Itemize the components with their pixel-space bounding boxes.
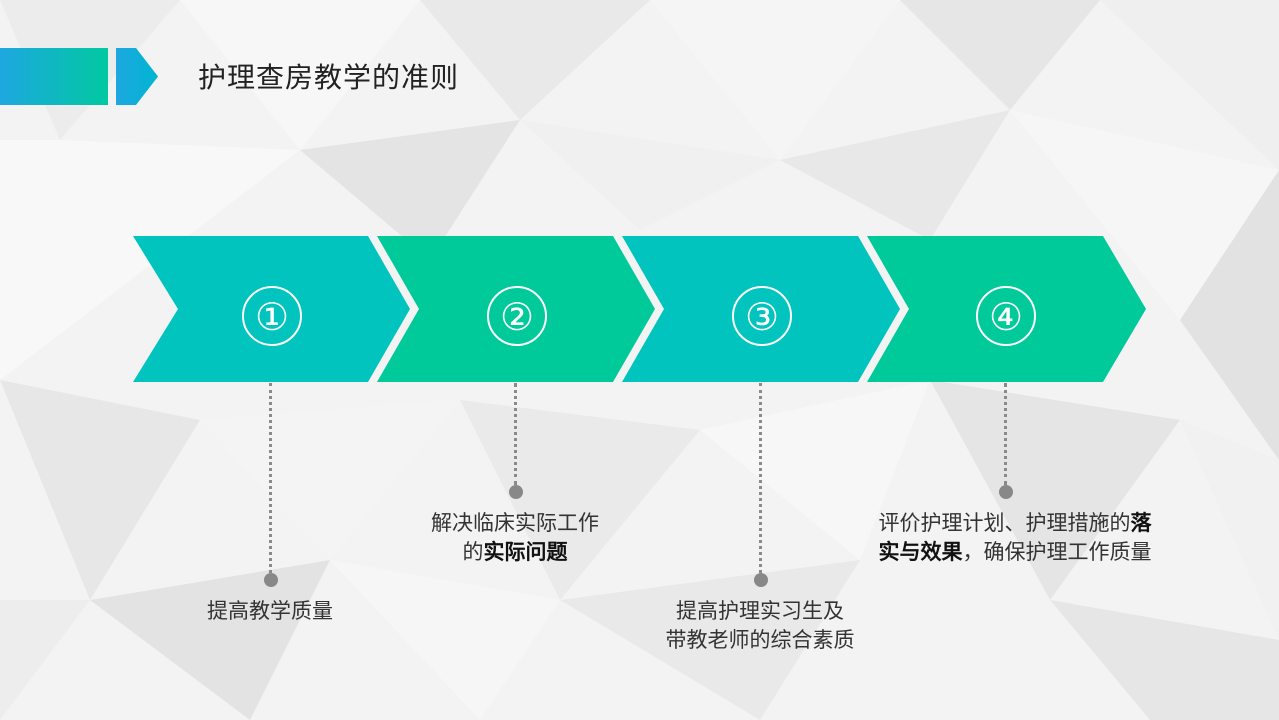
connector-4-dot <box>999 485 1013 499</box>
step-4-line1-bold: 落 <box>1130 511 1152 535</box>
step-2-number: ② <box>487 286 547 346</box>
connector-1-dot <box>264 573 278 587</box>
connector-2 <box>514 383 517 485</box>
header-accent-bar <box>0 48 108 105</box>
step-3-number: ③ <box>732 286 792 346</box>
step-2-line1: 解决临床实际工作 <box>431 511 599 535</box>
step-2-line2-bold: 实际问题 <box>483 540 568 564</box>
step-1-line1: 提高教学质量 <box>207 599 333 623</box>
step-1-text: 提高教学质量 <box>170 597 370 626</box>
step-4-line2-bold: 实与效果 <box>878 540 963 564</box>
step-3-line2: 带教老师的综合素质 <box>665 628 855 652</box>
step-4-line2-post: ，确保护理工作质量 <box>962 540 1152 564</box>
step-1-number: ① <box>242 286 302 346</box>
step-4-text: 评价护理计划、护理措施的落 实与效果，确保护理工作质量 <box>850 509 1180 567</box>
connector-4 <box>1004 383 1007 485</box>
connector-1 <box>269 383 272 573</box>
step-3-text: 提高护理实习生及 带教老师的综合素质 <box>630 597 890 655</box>
header-arrow-icon <box>116 48 158 105</box>
step-2-text: 解决临床实际工作 的实际问题 <box>400 509 630 567</box>
step-4-line1-pre: 评价护理计划、护理措施的 <box>878 511 1131 535</box>
connector-2-dot <box>509 485 523 499</box>
step-2-line2-pre: 的 <box>462 540 484 564</box>
step-4-number: ④ <box>976 286 1036 346</box>
step-3-line1: 提高护理实习生及 <box>676 599 844 623</box>
connector-3-dot <box>754 573 768 587</box>
connector-3 <box>759 383 762 573</box>
page-title: 护理查房教学的准则 <box>198 61 460 94</box>
